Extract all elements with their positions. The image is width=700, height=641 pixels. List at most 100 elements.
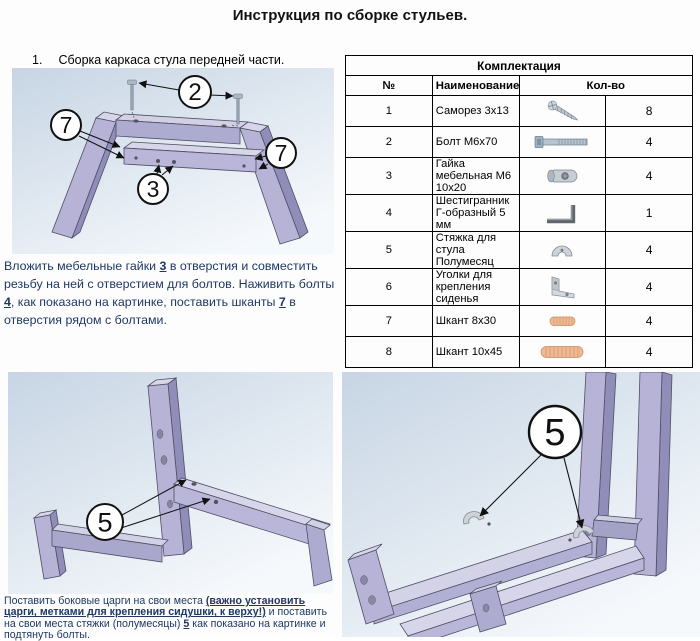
part-qty: 4 [605, 126, 693, 158]
part-name: Болт М6х70 [431, 126, 520, 158]
floor-rail-front [399, 545, 645, 637]
part-name: Уголки для крепления сиденья [431, 268, 520, 306]
bolt-right [229, 93, 243, 127]
part-number: 8 [345, 336, 433, 368]
text-segment: , как показано на картинке, поставить шк… [10, 295, 279, 309]
text-segment: как показано на картинке и подтянуть бол… [4, 617, 326, 641]
barrel-nut-icon [547, 169, 578, 183]
step1-instructions: Вложить мебельные гайки 3 в отверстия и … [4, 257, 341, 329]
back-post-right [633, 372, 673, 577]
part-image-cell [518, 194, 607, 232]
part-number: 5 [345, 231, 433, 269]
table-row: 6 Уголки для крепления сиденья 4 [345, 268, 693, 306]
important-note: (важно установить царги, метками для кре… [4, 595, 306, 619]
part-name: Шкант 10х45 [431, 336, 520, 368]
part-number: 4 [345, 194, 433, 232]
back-post [146, 377, 193, 557]
parts-table-title: Комплектация [345, 55, 693, 76]
page-title: Инструкция по сборке стульев. [232, 7, 468, 24]
part-qty: 4 [605, 157, 693, 195]
right-side-rail [173, 477, 333, 587]
part-qty: 4 [605, 336, 693, 368]
text-segment: в отверстия рядом с болтами. [4, 295, 296, 327]
callout-dowel-right-label: 7 [275, 140, 288, 166]
half-moon-bracket-icon [551, 245, 573, 257]
part-name: Шкант 8х30 [431, 305, 520, 337]
part-image-cell [518, 336, 607, 368]
table-row: 3 Гайка мебельная М6 10х20 4 [345, 157, 693, 195]
part-ref-3: 3 [159, 259, 167, 273]
table-row: 1 Саморез 3х13 8 [345, 95, 693, 127]
part-name: Гайка мебельная М6 10х20 [431, 157, 520, 195]
part-qty: 4 [605, 305, 693, 337]
text-segment: в отверстия и совместить резьбу на ней с… [4, 259, 335, 291]
part-number: 6 [345, 268, 433, 306]
part-qty: 4 [605, 231, 693, 269]
dowel-large-icon [541, 346, 584, 358]
parts-table-header-row: № Наименование Кол-во [345, 75, 693, 96]
callout-nut-label: 3 [147, 176, 160, 202]
front-middle-leg [469, 580, 507, 633]
back-post-left [575, 372, 617, 559]
table-row: 4 Шестигранник Г-образный 5 мм 1 [345, 194, 693, 232]
step2-instructions: Поставить боковые царги на свои места (в… [4, 595, 337, 641]
parts-table: Комплектация № Наименование Кол-во 1 Сам… [345, 55, 693, 368]
callout-bolt-label: 2 [188, 79, 201, 106]
half-moon-bracket-left [463, 511, 491, 526]
underside-assembly-diagram: 5 [342, 372, 700, 637]
part-number: 3 [345, 157, 433, 195]
part-image-cell [518, 95, 607, 127]
header-qty: Кол-во [518, 75, 693, 96]
part-qty: 8 [605, 95, 693, 127]
hex-key-icon [547, 205, 576, 224]
callout-half-moon-label: 5 [97, 508, 112, 538]
part-name: Шестигранник Г-образный 5 мм [431, 194, 520, 232]
part-ref-7: 7 [278, 295, 286, 309]
table-row: 2 Болт М6х70 4 [345, 126, 693, 158]
callout-dowel-left-label: 7 [60, 112, 73, 138]
part-image-cell [518, 126, 607, 158]
callout-dowel-left: 7 [50, 109, 82, 141]
text-segment: Вложить мебельные гайки [4, 259, 160, 273]
callout-dowel-right: 7 [265, 137, 297, 169]
side-frame-assembly-diagram: 5 [8, 372, 333, 594]
part-image-cell [518, 157, 607, 195]
part-qty: 1 [605, 194, 693, 232]
back-rail [114, 113, 250, 145]
part-number: 7 [345, 305, 433, 337]
table-row: 5 Стяжка для стула Полумесяц 4 [345, 231, 693, 269]
callout-half-moon: 5 [86, 503, 124, 541]
bolt-left [127, 79, 137, 121]
callout-half-moon-2-label: 5 [544, 412, 565, 454]
dowel-small-icon [550, 316, 576, 326]
step1-heading-text: Сборка каркаса стула передней части. [58, 53, 285, 67]
bolt-icon [535, 136, 588, 148]
part-qty: 4 [605, 268, 693, 306]
text-segment: Поставить боковые царги на свои места [4, 595, 206, 607]
part-image-cell [518, 268, 607, 306]
front-left-leg [347, 543, 395, 625]
part-image-cell [518, 231, 607, 269]
table-row: 8 Шкант 10х45 4 [345, 336, 693, 368]
callout-nut: 3 [137, 173, 169, 205]
leader-lines [120, 479, 211, 529]
step1-number: 1. [32, 53, 43, 67]
leader-lines [479, 453, 585, 529]
callout-bolt: 2 [178, 75, 212, 109]
text-segment: и поставить на свои места стяжки (полуме… [4, 606, 328, 630]
leader-lines [78, 80, 269, 176]
part-number: 2 [345, 126, 433, 158]
header-name: Наименование [431, 75, 520, 96]
part-ref-5: 5 [183, 617, 190, 630]
part-ref-4: 4 [4, 295, 11, 309]
corner-bracket-icon [552, 276, 575, 299]
front-frame-assembly-diagram: 2 7 3 7 [12, 68, 334, 254]
part-number: 1 [345, 95, 433, 127]
step1-heading: 1. Сборка каркаса стула передней части. [32, 53, 284, 67]
part-image-cell [518, 305, 607, 337]
half-moon-bracket-right [568, 525, 595, 542]
table-row: 7 Шкант 8х30 4 [345, 305, 693, 337]
back-cross-rail [591, 514, 643, 541]
header-num: № [345, 75, 433, 96]
